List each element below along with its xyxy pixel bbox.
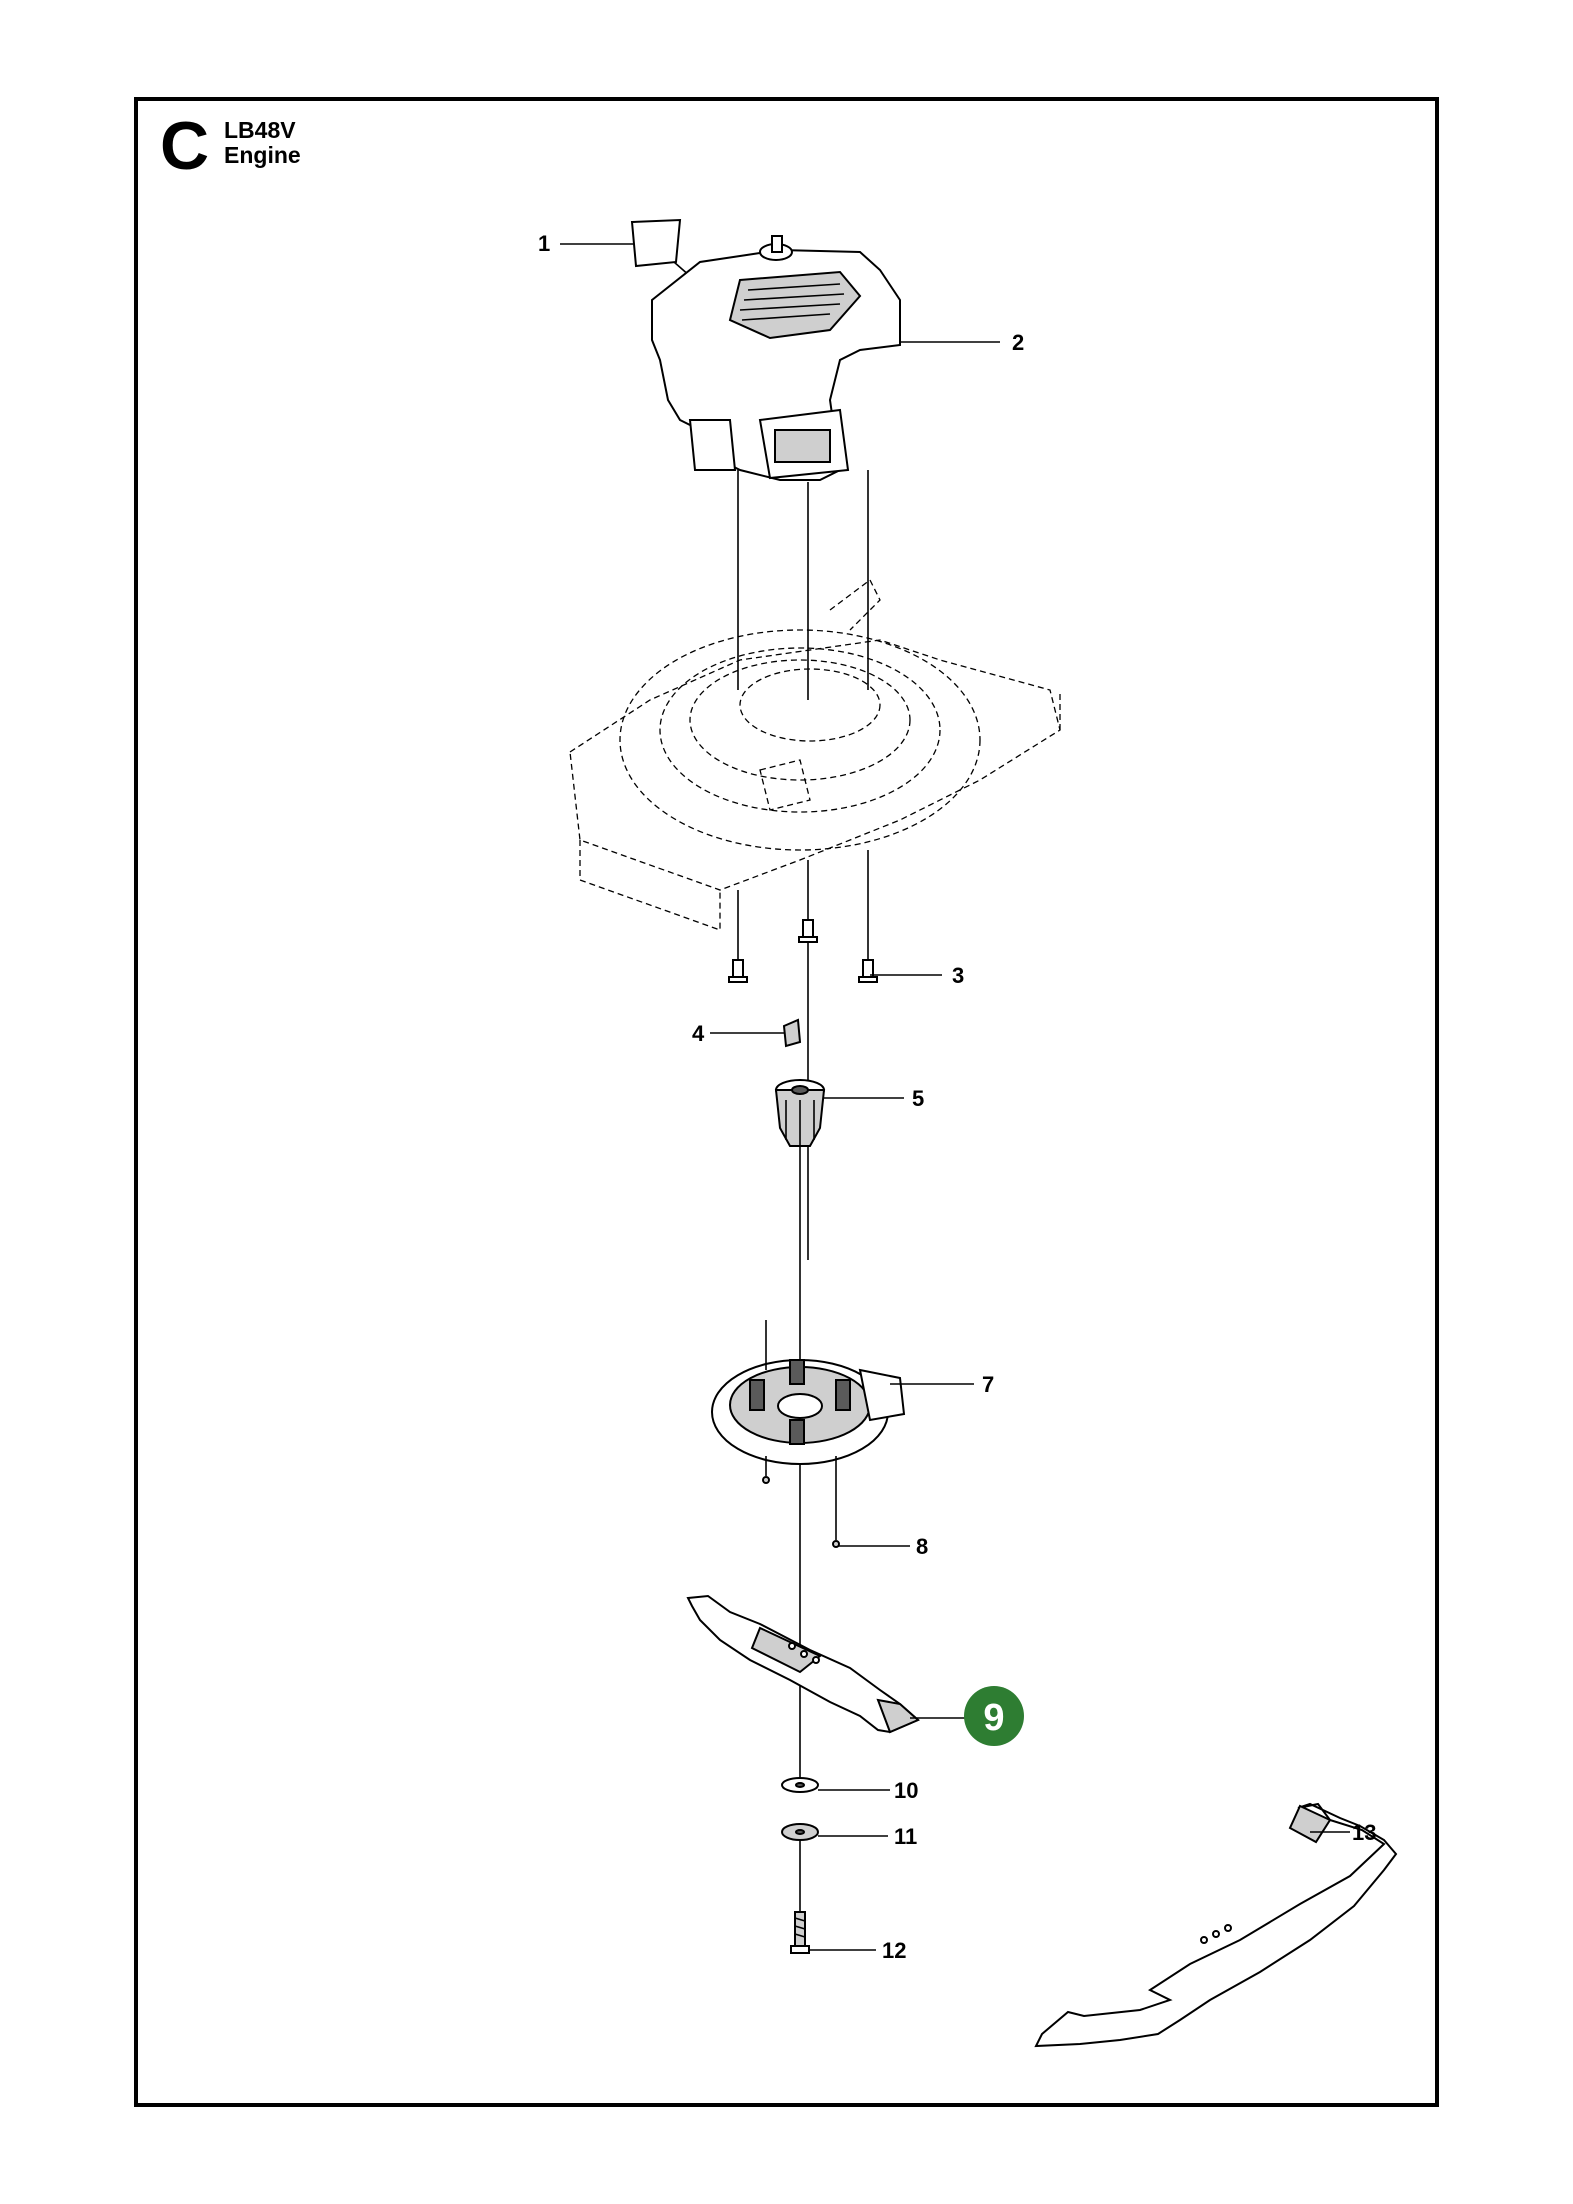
highlight-badge (964, 1686, 1024, 1746)
callout-7: 7 (982, 1372, 994, 1397)
model-name: LB48V (224, 117, 296, 143)
part-small-screws (762, 1456, 840, 1548)
section-letter: C (160, 108, 210, 184)
part-decal (630, 218, 682, 268)
callout-10: 10 (894, 1778, 918, 1803)
part-blade (686, 1594, 920, 1734)
callout-8: 8 (916, 1534, 928, 1559)
callout-13: 13 (1352, 1820, 1376, 1845)
part-blade-alt (1034, 1802, 1398, 2048)
callout-12: 12 (882, 1938, 906, 1963)
diagram-title: LB48V Engine (224, 118, 301, 168)
mower-deck (569, 579, 1061, 931)
section-subtitle: Engine (224, 142, 301, 168)
part-bolt (790, 1911, 810, 1954)
callout-5: 5 (912, 1086, 924, 1111)
part-washer-1 (781, 1777, 819, 1793)
callout-3: 3 (952, 963, 964, 988)
callout-11: 11 (894, 1824, 917, 1849)
part-screws (728, 850, 878, 983)
part-washer-2 (781, 1823, 819, 1841)
part-engine (651, 235, 901, 481)
part-fan (711, 1320, 906, 1465)
callout-4: 4 (692, 1021, 705, 1046)
part-key (782, 1018, 802, 1048)
callout-2: 2 (1012, 330, 1024, 355)
diagram-frame (134, 97, 1439, 2107)
part-blade-adapter (774, 1079, 826, 1147)
callout-9: 9 (983, 1697, 1004, 1739)
callout-1: 1 (538, 231, 550, 256)
